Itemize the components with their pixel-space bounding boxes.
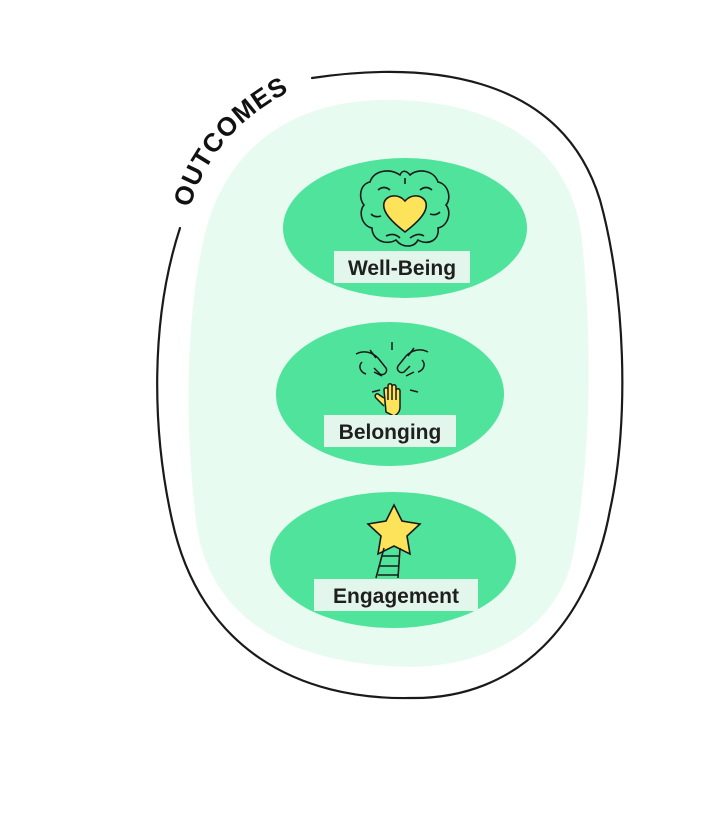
belonging-label: Belonging bbox=[339, 421, 442, 444]
outcome-item-engagement: Engagement bbox=[270, 492, 516, 628]
star-ladder-icon bbox=[366, 503, 422, 579]
outcome-item-well-being: Well-Being bbox=[283, 158, 527, 298]
outcomes-outline bbox=[156, 70, 624, 700]
engagement-label: Engagement bbox=[333, 585, 459, 608]
well-being-label: Well-Being bbox=[348, 257, 456, 280]
helping-hands-icon bbox=[355, 342, 429, 417]
outcome-item-belonging: Belonging bbox=[276, 322, 504, 466]
brain-heart-icon bbox=[359, 170, 450, 247]
